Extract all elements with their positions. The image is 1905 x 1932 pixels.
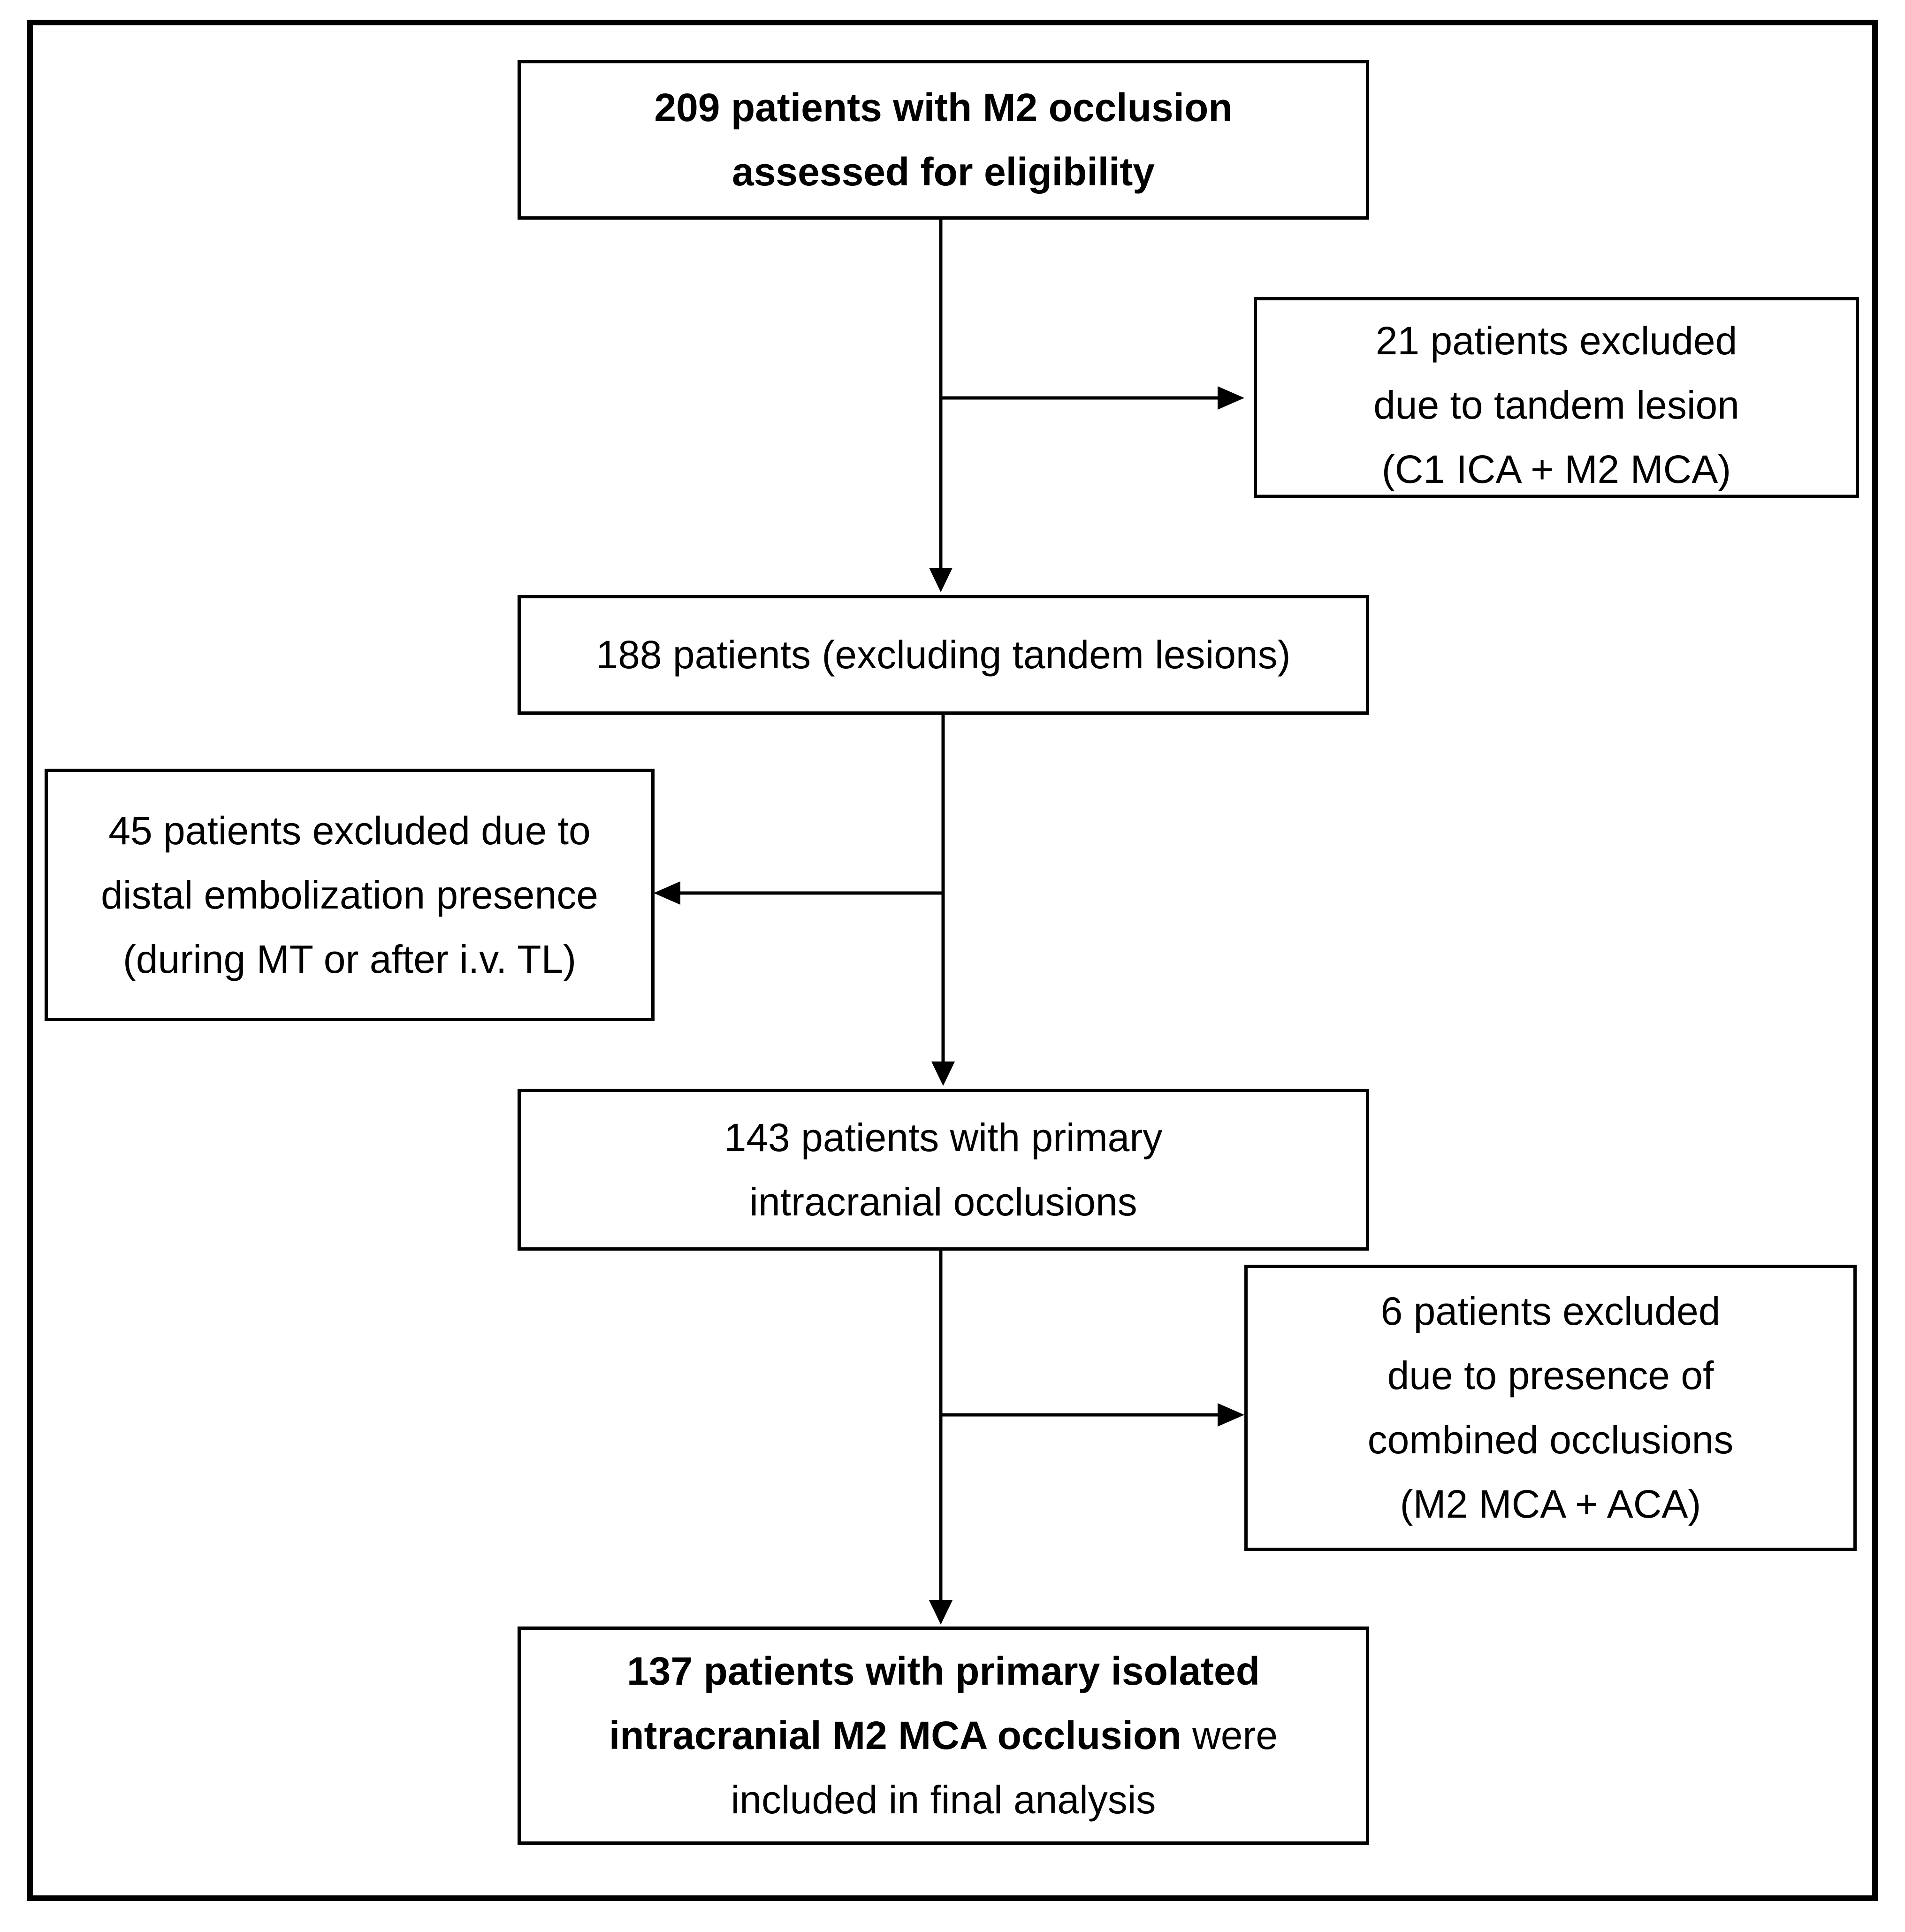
arrowhead-down-2 [931,1061,955,1086]
box-line: (M2 MCA + ACA) [1400,1482,1701,1526]
arrowhead-right-1 [1218,386,1244,410]
box-line: due to tandem lesion [1373,383,1739,427]
flow-box-after-tandem: 188 patients (excluding tandem lesions) [518,595,1369,715]
arrowhead-down-1 [929,568,952,592]
box-line: 137 patients with primary isolated [626,1649,1260,1693]
box-line: (during MT or after i.v. TL) [122,937,577,981]
flow-box-final-analysis: 137 patients with primary isolated intra… [518,1627,1369,1845]
flow-box-excluded-distal: 45 patients excluded due to distal embol… [45,769,655,1021]
box-line: distal embolization presence [101,872,598,917]
figure-frame [27,20,1878,1901]
box-line: 45 patients excluded due to [108,808,591,853]
box-line: due to presence of [1387,1353,1714,1397]
box-line: 209 patients with M2 occlusion [654,85,1233,130]
box-line: 6 patients excluded [1380,1289,1721,1333]
flow-box-initial: 209 patients with M2 occlusion assessed … [518,60,1369,220]
box-line: 143 patients with primary [724,1115,1163,1160]
flow-box-excluded-tandem: 21 patients excluded due to tandem lesio… [1254,297,1859,498]
bold-text: intracranial M2 MCA occlusion [609,1713,1181,1757]
box-line: intracranial occlusions [749,1179,1137,1224]
box-line: combined occlusions [1367,1418,1734,1462]
box-line: (C1 ICA + M2 MCA) [1381,447,1731,491]
flow-box-primary-intracranial: 143 patients with primary intracranial o… [518,1089,1369,1251]
box-line: included in final analysis [731,1778,1156,1822]
box-line-mixed: intracranial M2 MCA occlusion were [609,1703,1278,1768]
arrowhead-right-3 [1218,1403,1244,1427]
box-line: 188 patients (excluding tandem lesions) [596,633,1291,677]
arrowhead-left-2 [654,881,680,905]
arrowhead-down-3 [929,1600,952,1625]
box-line: assessed for eligibility [732,150,1155,194]
flow-box-excluded-combined: 6 patients excluded due to presence of c… [1244,1265,1857,1551]
normal-text: were [1181,1713,1278,1757]
box-line: 21 patients excluded [1375,319,1737,363]
